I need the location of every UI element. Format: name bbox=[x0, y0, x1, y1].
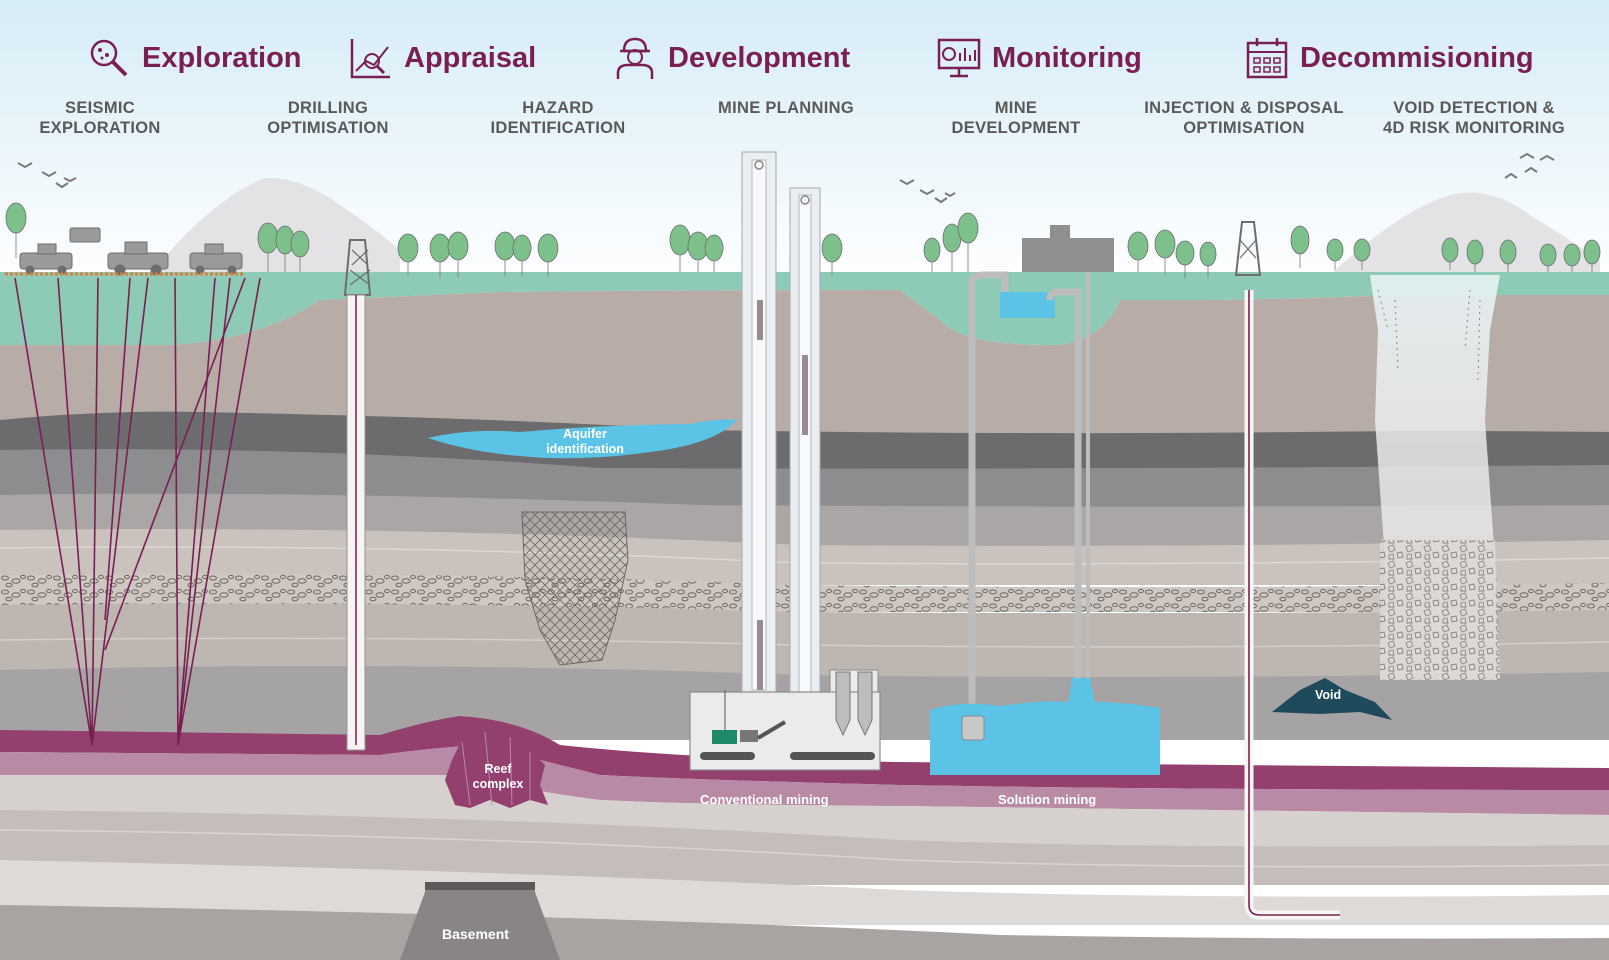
hazard-collapse-mesh bbox=[521, 511, 629, 666]
stage-line-1: MINE PLANNING bbox=[718, 99, 854, 117]
magnifier-rock-icon bbox=[90, 39, 128, 77]
aquifer-label-line-1: Aquifer bbox=[563, 427, 607, 441]
birds-left bbox=[17, 162, 77, 189]
void-text: Void bbox=[1315, 688, 1342, 702]
solution-mining-text: Solution mining bbox=[998, 792, 1097, 807]
worker-hardhat-icon bbox=[616, 37, 654, 79]
birds-right bbox=[1504, 152, 1555, 179]
processing-plant bbox=[1022, 225, 1114, 272]
phase-development: Development bbox=[612, 34, 850, 82]
void bbox=[1272, 678, 1392, 720]
reef-complex bbox=[445, 730, 548, 808]
stage-line-2: DEVELOPMENT bbox=[951, 119, 1081, 137]
phase-exploration: Exploration bbox=[86, 34, 302, 82]
stage-line-1: MINE bbox=[994, 99, 1038, 117]
basement-text: Basement bbox=[442, 926, 509, 942]
soil-layer bbox=[0, 272, 1609, 345]
stage-mine-planning: MINE PLANNING bbox=[676, 98, 896, 118]
stage-hazard-identification: HAZARD IDENTIFICATION bbox=[448, 98, 668, 138]
reef-label-line-1: Reef bbox=[484, 762, 512, 776]
mine-shaft-left bbox=[741, 151, 777, 693]
basement-label: Basement bbox=[442, 926, 509, 942]
stage-line-1: SEISMIC bbox=[65, 99, 135, 117]
aquifer-label-line-2: identification bbox=[546, 442, 624, 456]
seismic-trucks bbox=[19, 227, 243, 276]
conventional-mining-label: Conventional mining bbox=[700, 792, 829, 807]
stage-line-2: OPTIMISATION bbox=[1183, 119, 1305, 137]
stage-line-1: VOID DETECTION & bbox=[1393, 99, 1555, 117]
injection-well bbox=[1234, 221, 1340, 920]
birds-middle bbox=[899, 179, 956, 204]
stratum-reef-light bbox=[0, 745, 1609, 815]
stage-line-2: OPTIMISATION bbox=[267, 119, 389, 137]
mountain-right bbox=[1330, 192, 1600, 275]
phase-title: Development bbox=[668, 41, 851, 74]
mine-shaft-right bbox=[789, 187, 821, 699]
phase-title: Appraisal bbox=[404, 41, 537, 74]
stage-line-1: INJECTION & DISPOSAL bbox=[1144, 99, 1344, 117]
conventional-mining-chamber bbox=[689, 669, 881, 771]
chart-magnifier-icon bbox=[350, 39, 390, 79]
stratum-deep-2 bbox=[0, 810, 1609, 885]
stage-seismic-exploration: SEISMIC EXPLORATION bbox=[0, 98, 210, 138]
aquifer bbox=[428, 419, 738, 459]
sinkhole-column bbox=[1370, 275, 1500, 680]
stratum-deep-4 bbox=[0, 905, 1609, 960]
phase-title: Monitoring bbox=[992, 41, 1142, 74]
stage-line-2: 4D RISK MONITORING bbox=[1382, 119, 1566, 137]
reef-label-line-2: complex bbox=[472, 777, 524, 791]
phase-decommissioning: Decommisioning bbox=[1244, 34, 1534, 82]
solution-mining-label: Solution mining bbox=[998, 792, 1096, 807]
basement bbox=[400, 882, 560, 960]
phase-title: Decommisioning bbox=[1300, 41, 1534, 74]
solution-mining bbox=[930, 271, 1160, 775]
monitor-dashboard-icon bbox=[937, 38, 981, 78]
stage-line-2: EXPLORATION bbox=[39, 119, 161, 137]
stage-injection-disposal: INJECTION & DISPOSAL OPTIMISATION bbox=[1134, 98, 1354, 138]
seismic-rays bbox=[14, 277, 261, 746]
stage-void-detection: VOID DETECTION & 4D RISK MONITORING bbox=[1364, 98, 1584, 138]
calendar-icon bbox=[1246, 38, 1288, 79]
phase-appraisal: Appraisal bbox=[348, 34, 536, 82]
trees bbox=[5, 202, 1601, 278]
stage-line-1: DRILLING bbox=[287, 99, 369, 117]
stratum-reef-dark bbox=[0, 716, 1609, 790]
phase-title: Exploration bbox=[142, 41, 302, 74]
stage-mine-development: MINE DEVELOPMENT bbox=[906, 98, 1126, 138]
stratum-deep-3 bbox=[0, 860, 1609, 925]
stage-drilling-optimisation: DRILLING OPTIMISATION bbox=[218, 98, 438, 138]
phase-monitoring: Monitoring bbox=[936, 34, 1142, 82]
void-label: Void bbox=[1315, 688, 1341, 702]
stage-line-2: IDENTIFICATION bbox=[490, 119, 626, 137]
stage-line-1: HAZARD bbox=[522, 99, 594, 117]
conventional-mining-text: Conventional mining bbox=[700, 792, 829, 807]
drilling-rig bbox=[343, 239, 372, 751]
